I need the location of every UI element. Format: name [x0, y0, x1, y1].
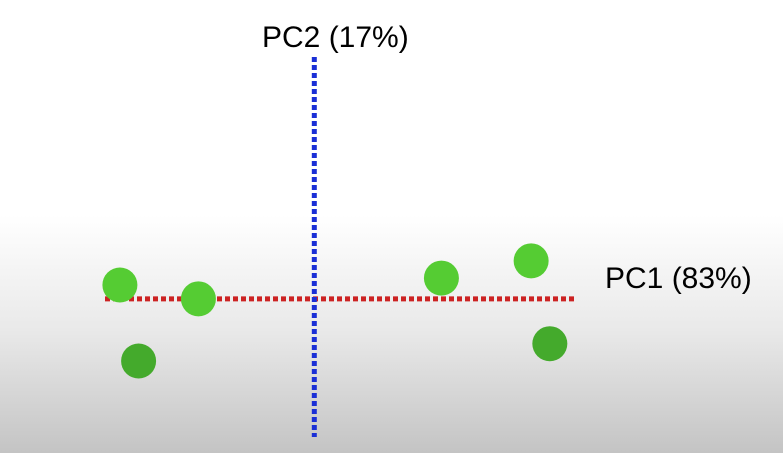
- data-point-1: [102, 267, 138, 303]
- data-point-6: [532, 326, 568, 362]
- data-point-2: [180, 281, 216, 317]
- pc1-axis-label: PC1 (83%): [605, 262, 752, 295]
- axes-layer: [105, 57, 576, 437]
- data-points: [102, 243, 568, 379]
- data-point-5: [513, 243, 549, 279]
- pc2-axis-label: PC2 (17%): [262, 21, 409, 54]
- data-point-4: [423, 260, 459, 296]
- data-point-3: [121, 343, 157, 379]
